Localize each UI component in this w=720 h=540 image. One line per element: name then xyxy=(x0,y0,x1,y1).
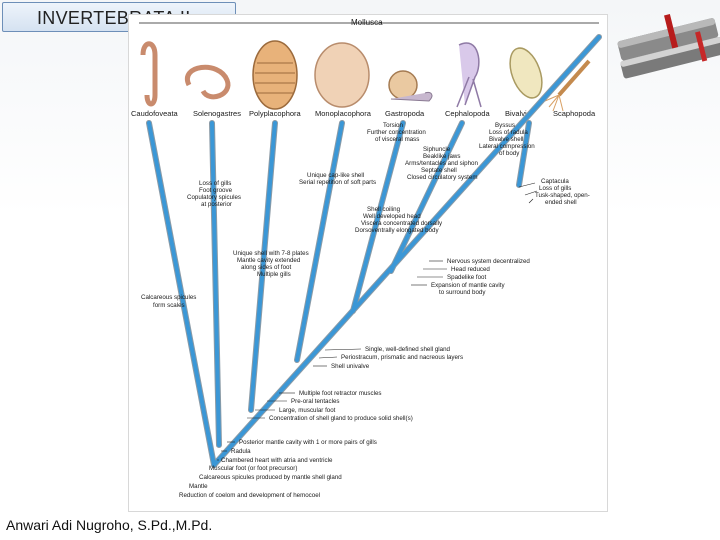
branch-cephalopoda xyxy=(389,121,464,273)
books-icon xyxy=(617,14,720,79)
solenogastres-illustration xyxy=(184,64,231,100)
note-caudofoveata: Calcareous spicules form scales xyxy=(141,294,198,309)
taxon-cephalopoda: Cephalopoda xyxy=(445,109,490,118)
note-conchifera: Single, well-defined shell gland Periost… xyxy=(331,346,465,370)
taxon-solenogastres: Solenogastres xyxy=(193,109,241,118)
branch-bivalvia xyxy=(517,121,531,187)
branch-caudofoveata xyxy=(147,121,216,467)
monoplacophora-illustration xyxy=(314,42,370,108)
taxon-monoplacophora: Monoplacophora xyxy=(315,109,372,118)
note-scaphopoda: Captacula Loss of gills Tusk-shaped, ope… xyxy=(535,178,592,206)
taxon-labels: Caudofoveata Solenogastres Polyplacophor… xyxy=(131,109,596,118)
organism-illustrations xyxy=(140,40,591,112)
note-solenogastres: Loss of gills Foot groove Copulatory spi… xyxy=(187,180,243,208)
note-gastropoda: Torsion Further concentration of viscera… xyxy=(367,122,428,143)
bivalvia-illustration xyxy=(509,47,543,99)
branch-main-spine xyxy=(212,35,601,467)
caudofoveata-illustration xyxy=(140,41,158,107)
character-annotations: Calcareous spicules form scales Loss of … xyxy=(141,122,592,499)
taxon-bivalvia: Bivalvia xyxy=(505,109,532,118)
scaphopoda-illustration xyxy=(557,59,591,97)
phylogeny-figure: Mollusca Caudofoveata Solenogastres Poly… xyxy=(128,14,608,512)
branch-polyplacophora xyxy=(249,121,277,412)
cladogram-branches xyxy=(146,34,602,468)
polyplacophora-illustration xyxy=(252,40,298,110)
note-gastro-ceph: Shell coiling Well developed head Viscer… xyxy=(355,206,444,234)
note-monoplacophora: Unique cap-like shell Serial repetition … xyxy=(299,172,376,186)
annotation-leader-lines xyxy=(217,182,538,461)
note-cephalopoda: Siphuncle Beaklike jaws Arms/tentacles a… xyxy=(405,146,480,181)
note-polyplacophora: Unique shell with 7-8 plates Mantle cavi… xyxy=(233,250,310,278)
cephalopoda-illustration xyxy=(456,42,482,108)
branch-monoplacophora xyxy=(295,121,344,362)
note-eumollusca: Multiple foot retractor muscles Pre-oral… xyxy=(269,390,413,422)
note-bivalvia: Byssus Loss of radula Bivalve shell Late… xyxy=(479,122,536,157)
branch-solenogastres xyxy=(210,121,221,447)
note-mollusca-base: Posterior mantle cavity with 1 or more p… xyxy=(179,439,379,499)
gastropoda-illustration xyxy=(388,70,418,100)
taxon-gastropoda: Gastropoda xyxy=(385,109,425,118)
chiton-plates xyxy=(255,62,295,94)
taxon-caudofoveata: Caudofoveata xyxy=(131,109,179,118)
author-credit: Anwari Adi Nugroho, S.Pd.,M.Pd. xyxy=(6,517,213,533)
branch-gastropoda xyxy=(351,121,405,313)
note-nervous-system: Nervous system decentralized Head reduce… xyxy=(431,258,532,296)
mollusca-cladogram: Mollusca Caudofoveata Solenogastres Poly… xyxy=(131,18,602,499)
taxon-scaphopoda: Scaphopoda xyxy=(553,109,596,118)
taxon-polyplacophora: Polyplacophora xyxy=(249,109,302,118)
group-label: Mollusca xyxy=(351,18,383,27)
